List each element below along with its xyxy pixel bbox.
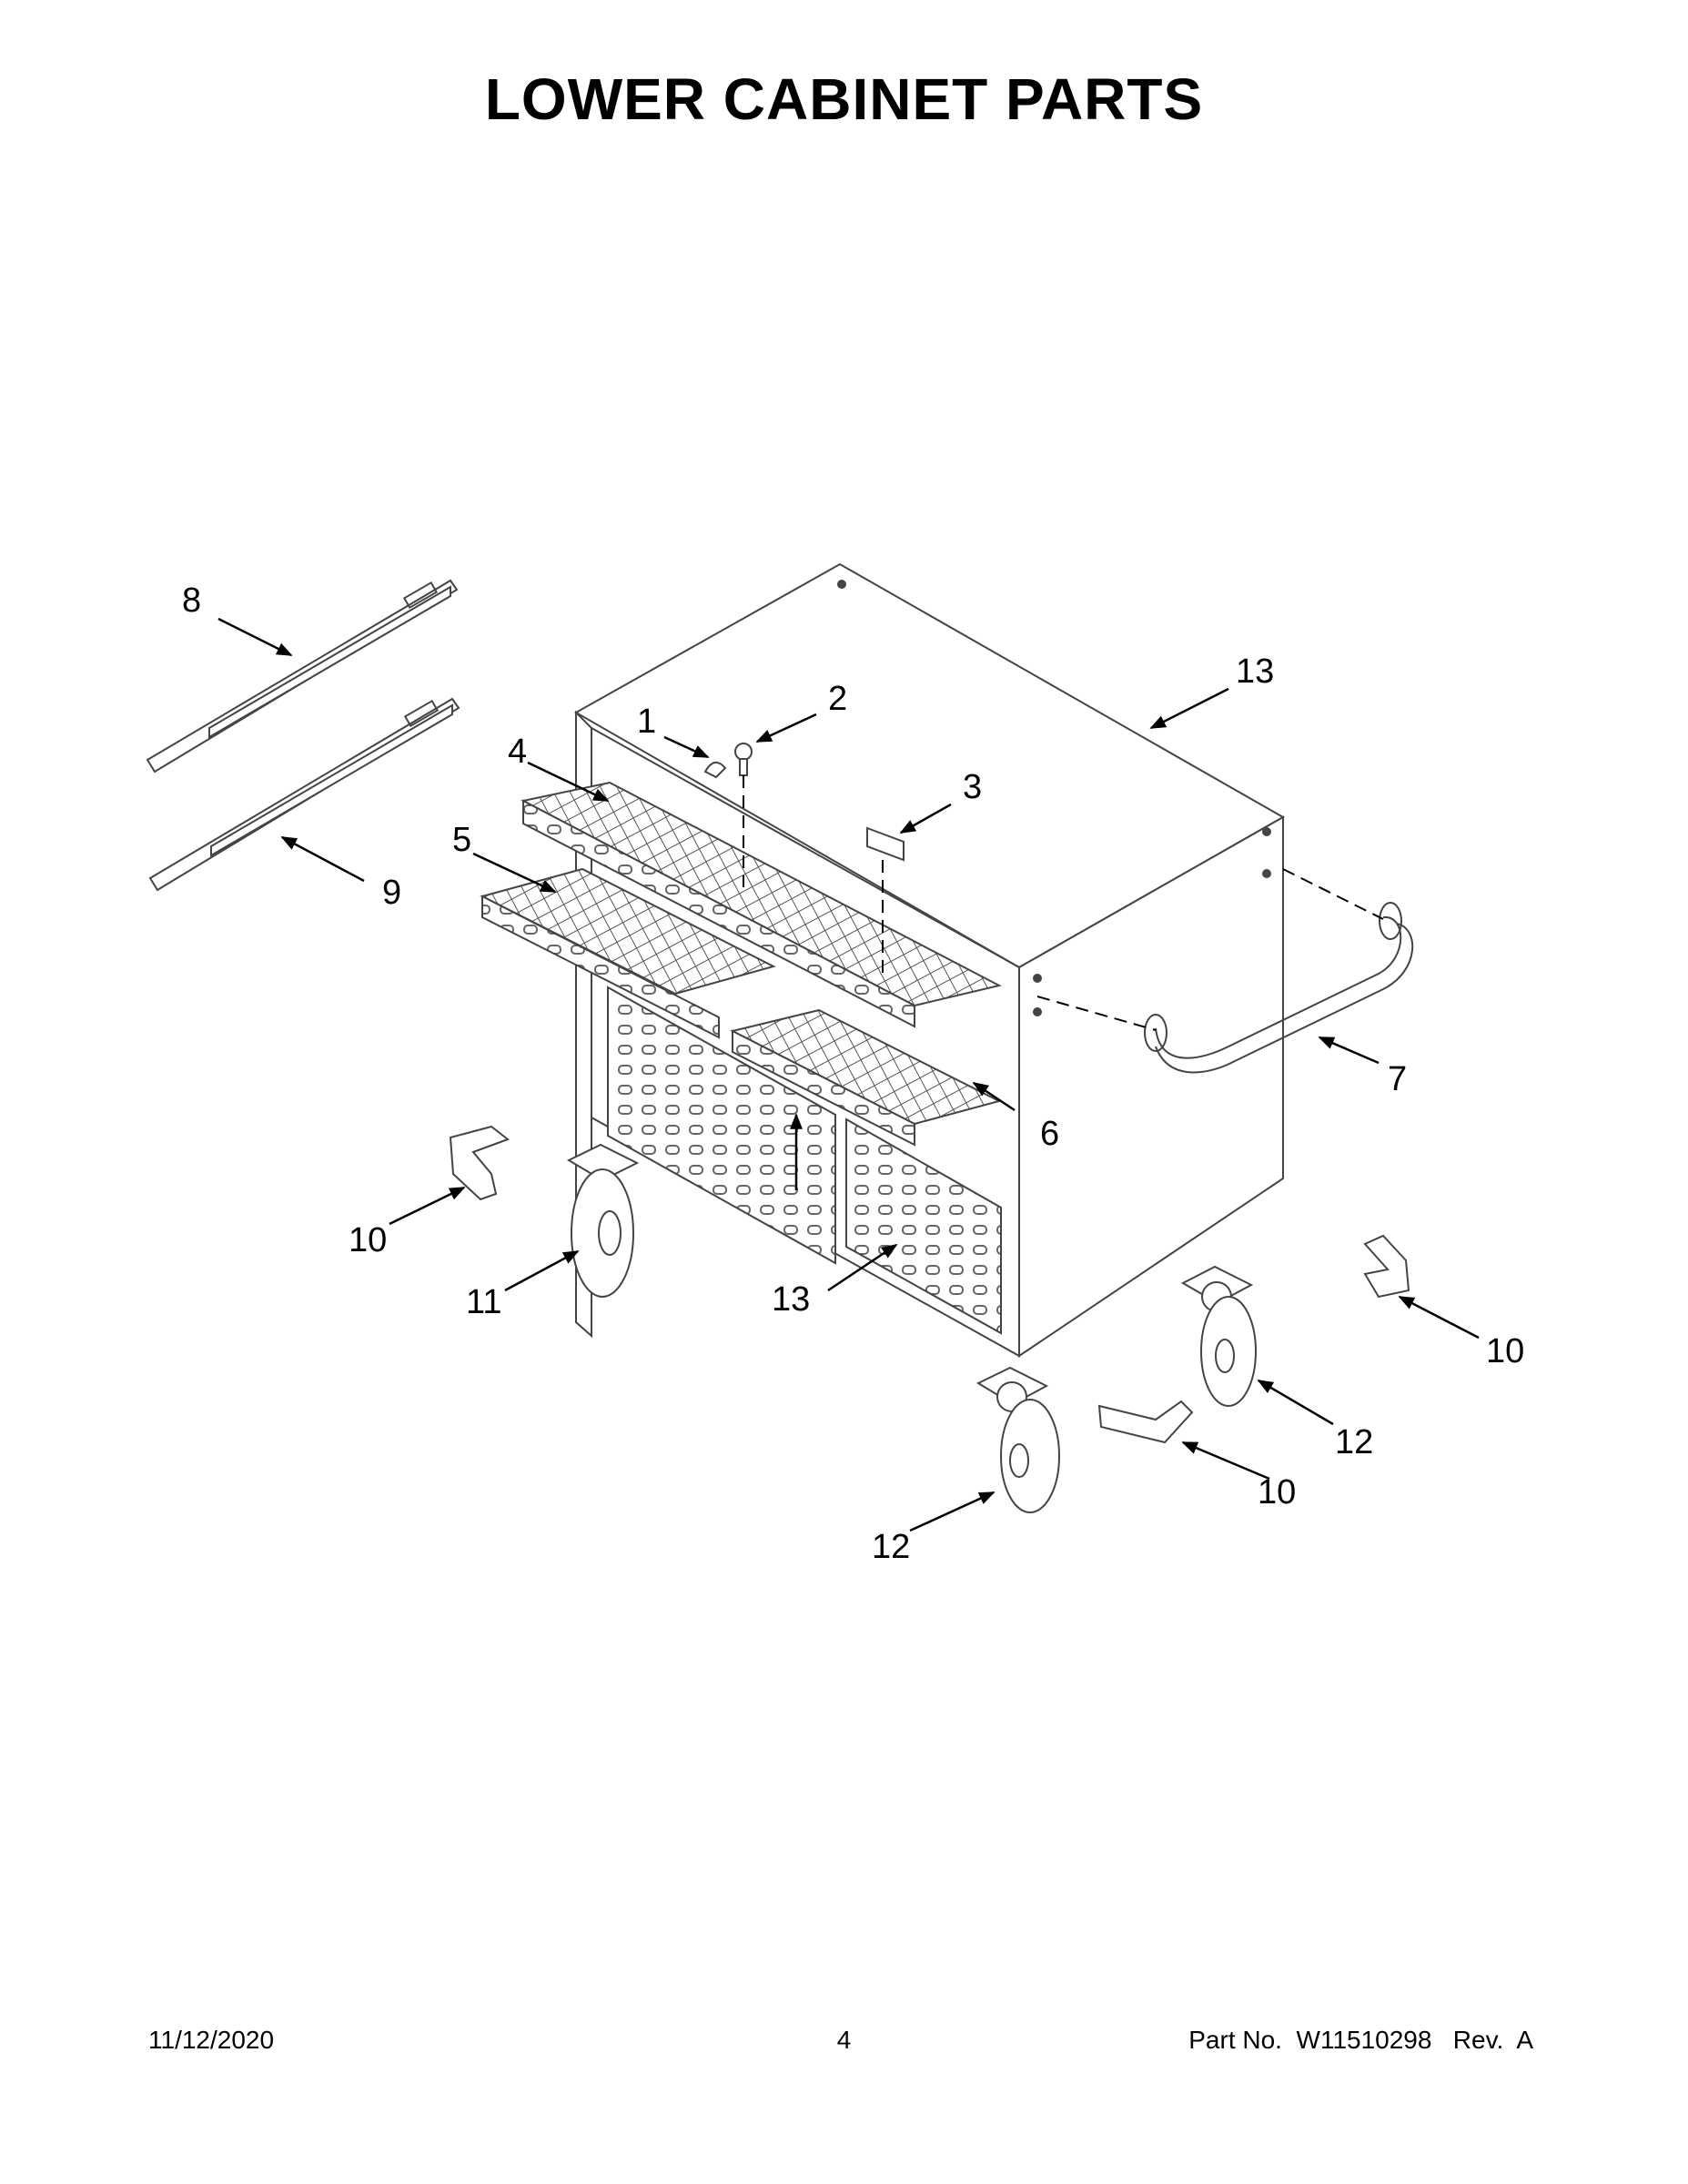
arrow-13c	[827, 1243, 898, 1292]
callout-5: 5	[452, 821, 471, 859]
lower-drawer-panel-left	[607, 986, 836, 1265]
arrow-9	[280, 835, 365, 883]
callout-labels: 1 2 3 4 5 6 7 8 9 10 10 10 11 12 12 13 1…	[182, 581, 1524, 1566]
part-number: W11510298	[1296, 2026, 1432, 2054]
arrow-6	[972, 1081, 1016, 1112]
drawer-middle	[480, 867, 776, 1039]
arrow-13a	[1149, 687, 1229, 730]
callout-7: 7	[1388, 1060, 1407, 1098]
callout-12b: 12	[872, 1528, 910, 1566]
arrow-10b	[1398, 1295, 1480, 1340]
rev-label: Rev.	[1452, 2026, 1504, 2054]
callout-10c: 10	[1258, 1473, 1296, 1512]
part-label: Part No.	[1188, 2026, 1282, 2054]
callout-10a: 10	[349, 1221, 387, 1259]
arrow-3	[899, 803, 952, 834]
callout-9: 9	[382, 874, 401, 912]
callout-4: 4	[508, 733, 527, 771]
arrow-11	[504, 1249, 580, 1292]
lower-drawer-panel-right	[845, 1117, 1002, 1335]
callout-12a: 12	[1335, 1423, 1373, 1461]
arrow-10c	[1181, 1441, 1270, 1481]
arrow-12a	[1257, 1379, 1334, 1426]
callout-13a: 13	[1236, 652, 1274, 691]
drawer-slide-upper	[146, 579, 459, 774]
caster-rigid	[566, 1143, 640, 1298]
caster-swivel-front	[975, 1366, 1060, 1513]
callout-13b: 13	[772, 1280, 810, 1319]
arrow-7	[1318, 1036, 1380, 1065]
clip-part	[703, 762, 727, 779]
arrow-10a	[389, 1186, 466, 1226]
handle-cap-left	[449, 1125, 510, 1201]
arrow-4	[527, 761, 610, 803]
callout-11: 11	[466, 1283, 501, 1321]
rev-value: A	[1516, 2026, 1533, 2054]
cabinet-front-frame	[591, 726, 1020, 1358]
callout-1: 1	[637, 703, 656, 741]
page-title: LOWER CABINET PARTS	[484, 66, 1204, 132]
screw-part	[734, 743, 753, 776]
arrow-5	[472, 852, 557, 894]
drawer-slide-lower	[148, 697, 460, 892]
arrow-2	[755, 713, 817, 743]
cabinet-body	[573, 562, 1286, 1358]
callout-8: 8	[182, 581, 201, 620]
footer-part-info: Part No. W11510298 Rev. A	[1188, 2026, 1533, 2055]
assembly-lines	[743, 775, 1384, 1031]
leader-arrows	[217, 617, 1480, 1532]
callout-10b: 10	[1486, 1332, 1524, 1370]
handle-cap-right	[1363, 1234, 1410, 1299]
label-plate-part	[866, 826, 905, 862]
side-handle	[1144, 902, 1414, 1074]
footer-date: 11/12/2020	[148, 2026, 275, 2054]
callout-2: 2	[828, 680, 847, 718]
drawer-lower	[730, 1008, 1002, 1147]
arrow-1	[663, 735, 710, 759]
arrow-12b	[909, 1491, 996, 1532]
callout-6: 6	[1040, 1115, 1059, 1153]
arrow-8	[217, 617, 293, 657]
callout-3: 3	[963, 768, 982, 806]
footer-page-number: 4	[836, 2026, 852, 2054]
caster-swivel-right	[1180, 1265, 1257, 1407]
handle-cap-bottom	[1097, 1400, 1194, 1444]
